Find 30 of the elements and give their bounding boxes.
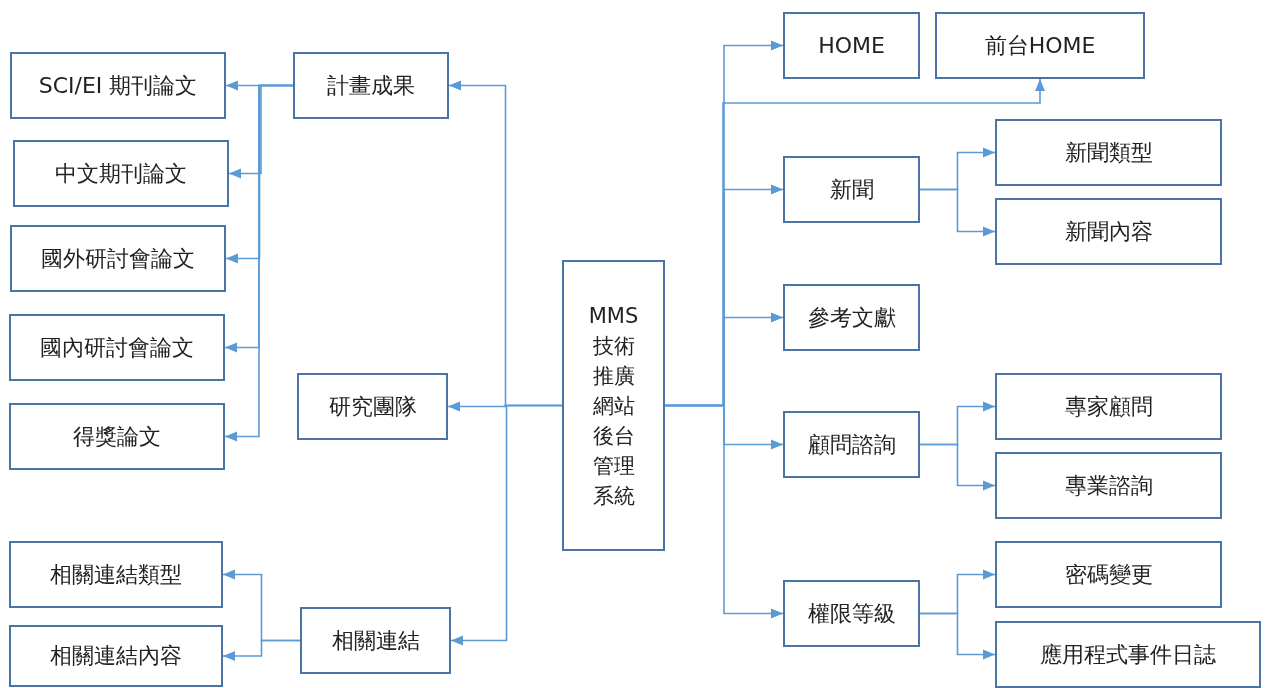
module-box: 專業諮詢 (995, 452, 1222, 519)
module-box: HOME (783, 12, 920, 79)
arrow (919, 612, 996, 660)
module-box: 相關連結 (300, 607, 451, 674)
module-box: 權限等級 (783, 580, 920, 647)
arrow (919, 188, 996, 237)
module-box: 國外研討會論文 (10, 225, 226, 292)
module-box: 相關連結類型 (9, 541, 223, 608)
system-box: MMS技術推廣網站後台管理系統 (562, 260, 665, 551)
module-box: 顧問諮詢 (783, 411, 920, 478)
arrow (919, 443, 996, 491)
arrow (224, 84, 294, 442)
arrow (450, 404, 563, 646)
module-box: 計畫成果 (293, 52, 449, 119)
arrow (664, 404, 784, 619)
arrow (222, 639, 301, 661)
module-box: 新聞 (783, 156, 920, 223)
module-box: 中文期刊論文 (13, 140, 229, 207)
module-box: 相關連結內容 (9, 625, 223, 687)
module-box: SCI/EI 期刊論文 (10, 52, 226, 119)
module-box: 國內研討會論文 (9, 314, 225, 381)
module-box: 前台HOME (935, 12, 1145, 79)
module-box: 新聞類型 (995, 119, 1222, 186)
module-box: 新聞內容 (995, 198, 1222, 265)
module-box: 專家顧問 (995, 373, 1222, 440)
module-box: 參考文獻 (783, 284, 920, 351)
module-box: 密碼變更 (995, 541, 1222, 608)
module-box: 研究團隊 (297, 373, 448, 440)
module-box: 得獎論文 (9, 403, 225, 470)
module-box: 應用程式事件日誌 (995, 621, 1261, 688)
